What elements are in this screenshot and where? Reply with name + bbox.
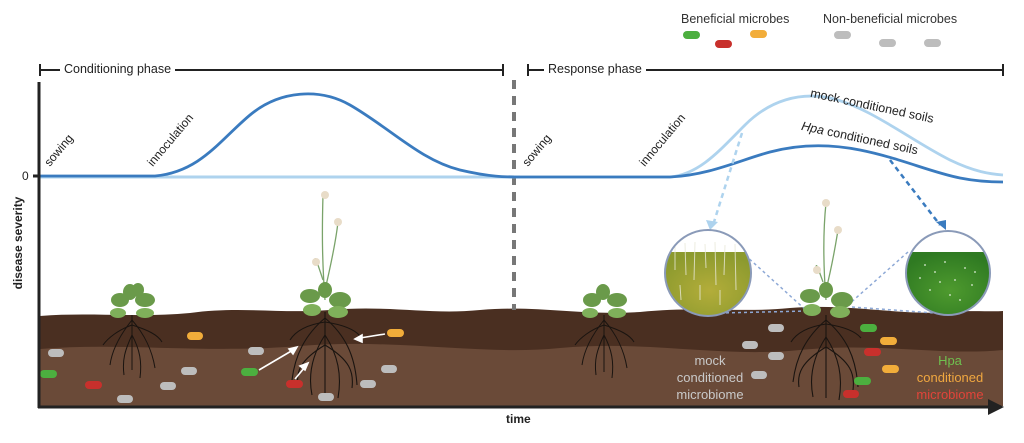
x-axis-arrowhead	[988, 399, 1004, 415]
plant-rosette-1	[110, 283, 155, 318]
microbe-grey	[318, 393, 334, 401]
legend-beneficial-pills	[683, 30, 767, 48]
microbes-conditioning	[40, 329, 404, 403]
x-axis-label: time	[506, 412, 531, 426]
microbe-orange	[387, 329, 404, 337]
hpa-microbiome-line-1: Hpa	[938, 353, 962, 368]
hpa-microbiome-label: Hpa conditioned microbiome	[900, 352, 1000, 403]
y-axis-label: disease severity	[11, 196, 25, 290]
mock-microbiome-line-1: mock	[694, 353, 726, 368]
hpa-zoom-pointer	[889, 159, 941, 226]
legend-beneficial-title: Beneficial microbes	[681, 12, 790, 26]
plant-rosette-4	[800, 282, 853, 318]
microbe-green	[40, 370, 57, 378]
microbe-grey	[181, 367, 197, 375]
mock-microbiome-line-2: conditioned	[676, 370, 744, 385]
hpa-microbiome-line-2: conditioned	[916, 370, 984, 385]
flowers-4	[813, 199, 842, 274]
plant-roots-3	[574, 315, 635, 379]
mock-microbiome-label: mock conditioned microbiome	[660, 352, 760, 403]
microbe-grey	[360, 380, 376, 388]
microbe-grey	[117, 395, 133, 403]
hpa-conditioned-curve	[514, 144, 1004, 184]
microbe-grey	[160, 382, 176, 390]
mock-zoom-pointer	[712, 132, 744, 223]
conditioning-phase-label: Conditioning phase	[60, 62, 176, 76]
mock-zoom-arrowhead	[706, 220, 718, 230]
legend-non-beneficial-title: Non-beneficial microbes	[823, 12, 958, 26]
microbe-red	[286, 380, 303, 388]
plant-roots-1	[102, 315, 163, 379]
legend-non-beneficial-pills	[834, 31, 941, 47]
hpa-zoom-arrowhead	[936, 220, 946, 230]
microbe-grey	[381, 365, 397, 373]
plant-rosette-2	[300, 282, 351, 318]
soil-top-layer	[40, 306, 1003, 353]
mock-microbiome-zoom-circle	[664, 229, 752, 317]
plant-rosette-3	[582, 284, 627, 318]
hpa-microbiome-line-3: microbiome	[916, 387, 984, 402]
microbe-grey	[48, 349, 64, 357]
mock-microbiome-line-3: microbiome	[676, 387, 744, 402]
flowers-2	[312, 191, 342, 266]
hpa-microbiome-zoom-circle	[905, 230, 991, 316]
microbe-orange	[187, 332, 203, 340]
mock-conditioned-curve	[514, 94, 1004, 179]
microbe-red	[85, 381, 102, 389]
root-attraction-arrows	[258, 333, 386, 380]
y-zero-label: 0	[22, 169, 29, 183]
microbes-response	[742, 324, 899, 398]
response-phase-label: Response phase	[544, 62, 646, 76]
microbe-grey	[248, 347, 264, 355]
microbe-green	[241, 368, 258, 376]
conditioning-disease-curve	[40, 92, 521, 179]
